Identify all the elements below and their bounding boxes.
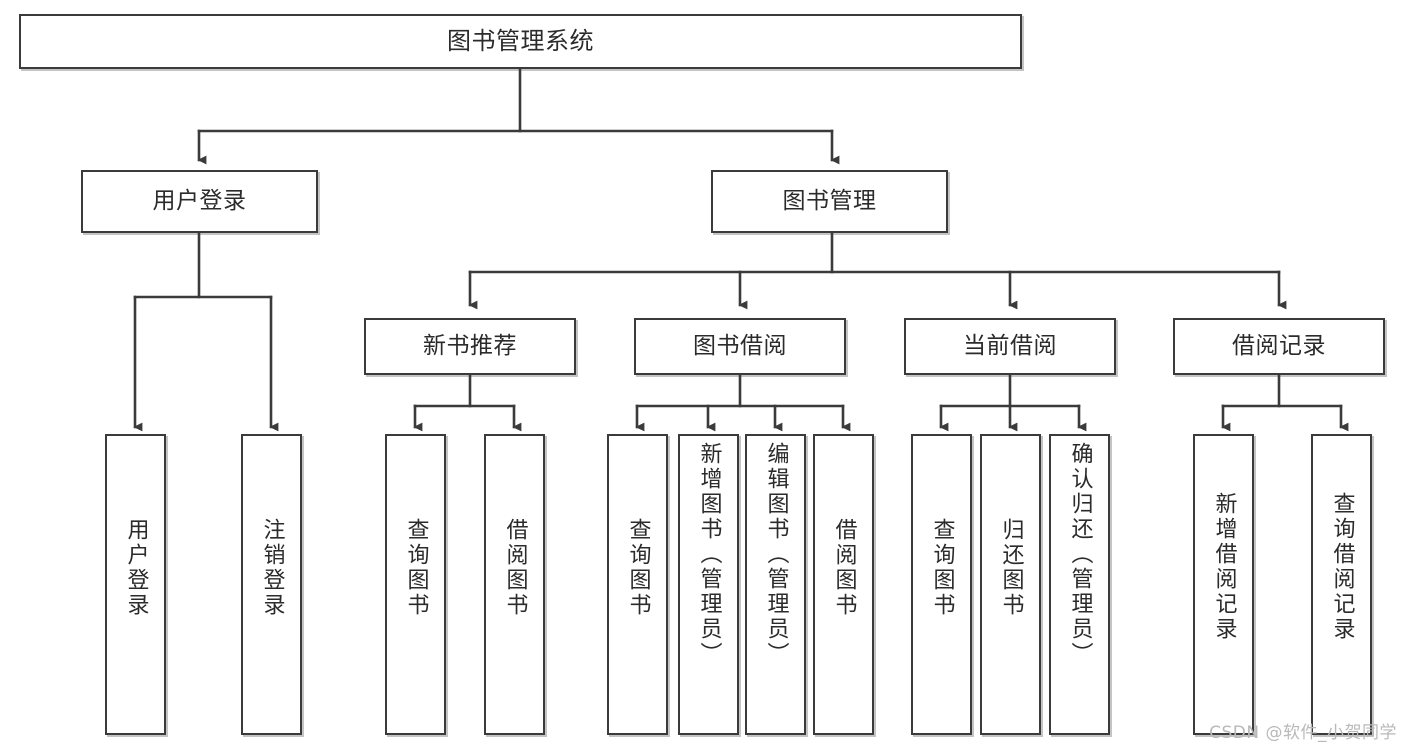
node-borrow-record[interactable]: 借阅记录 [1173, 318, 1385, 375]
node-book-manage-label: 图书管理 [782, 187, 877, 214]
csdn-watermark: CSDN @软件_小贺同学 [1209, 723, 1397, 743]
node-root[interactable]: 图书管理系统 [19, 14, 1022, 69]
node-user-login-label: 用户登录 [152, 187, 247, 214]
leaf-user-login-label: 用户登录 [123, 518, 149, 618]
leaf-user-logout[interactable]: 注销登录 [241, 434, 302, 735]
leaf-query-book-3-label: 查询图书 [929, 518, 955, 618]
leaf-add-record[interactable]: 新增借阅记录 [1193, 434, 1254, 735]
leaf-add-record-label: 新增借阅记录 [1211, 492, 1237, 642]
leaf-user-logout-label: 注销登录 [259, 518, 285, 618]
leaf-borrow-book-1[interactable]: 借阅图书 [484, 434, 545, 735]
node-book-borrow-label: 图书借阅 [693, 332, 787, 359]
leaf-query-book-1-label: 查询图书 [403, 518, 429, 618]
leaf-borrow-book-1-label: 借阅图书 [502, 518, 528, 618]
leaf-query-book-3[interactable]: 查询图书 [911, 434, 972, 735]
leaf-return-book[interactable]: 归还图书 [980, 434, 1041, 735]
leaf-query-book-1[interactable]: 查询图书 [385, 434, 446, 735]
leaf-edit-book[interactable]: 编辑图书（管理员） [745, 434, 806, 735]
node-new-book-recommend-label: 新书推荐 [423, 332, 517, 359]
node-book-borrow[interactable]: 图书借阅 [634, 318, 846, 375]
leaf-borrow-book-2-label: 借阅图书 [831, 518, 857, 618]
node-current-borrow[interactable]: 当前借阅 [904, 318, 1116, 375]
leaf-user-login[interactable]: 用户登录 [105, 434, 166, 735]
node-user-login[interactable]: 用户登录 [81, 170, 318, 233]
leaf-confirm-return[interactable]: 确认归还（管理员） [1049, 434, 1110, 735]
leaf-edit-book-label: 编辑图书（管理员） [763, 442, 789, 667]
node-root-label: 图书管理系统 [447, 27, 594, 56]
leaf-confirm-return-label: 确认归还（管理员） [1067, 442, 1093, 667]
leaf-return-book-label: 归还图书 [998, 518, 1024, 618]
leaf-add-book[interactable]: 新增图书（管理员） [678, 434, 739, 735]
leaf-query-book-2-label: 查询图书 [625, 518, 651, 618]
leaf-query-book-2[interactable]: 查询图书 [607, 434, 668, 735]
node-book-manage[interactable]: 图书管理 [711, 170, 948, 233]
node-new-book-recommend[interactable]: 新书推荐 [364, 318, 576, 375]
leaf-borrow-book-2[interactable]: 借阅图书 [813, 434, 874, 735]
node-borrow-record-label: 借阅记录 [1232, 332, 1326, 359]
leaf-query-record[interactable]: 查询借阅记录 [1311, 434, 1372, 735]
leaf-add-book-label: 新增图书（管理员） [696, 442, 722, 667]
node-current-borrow-label: 当前借阅 [963, 332, 1057, 359]
leaf-query-record-label: 查询借阅记录 [1329, 492, 1355, 642]
